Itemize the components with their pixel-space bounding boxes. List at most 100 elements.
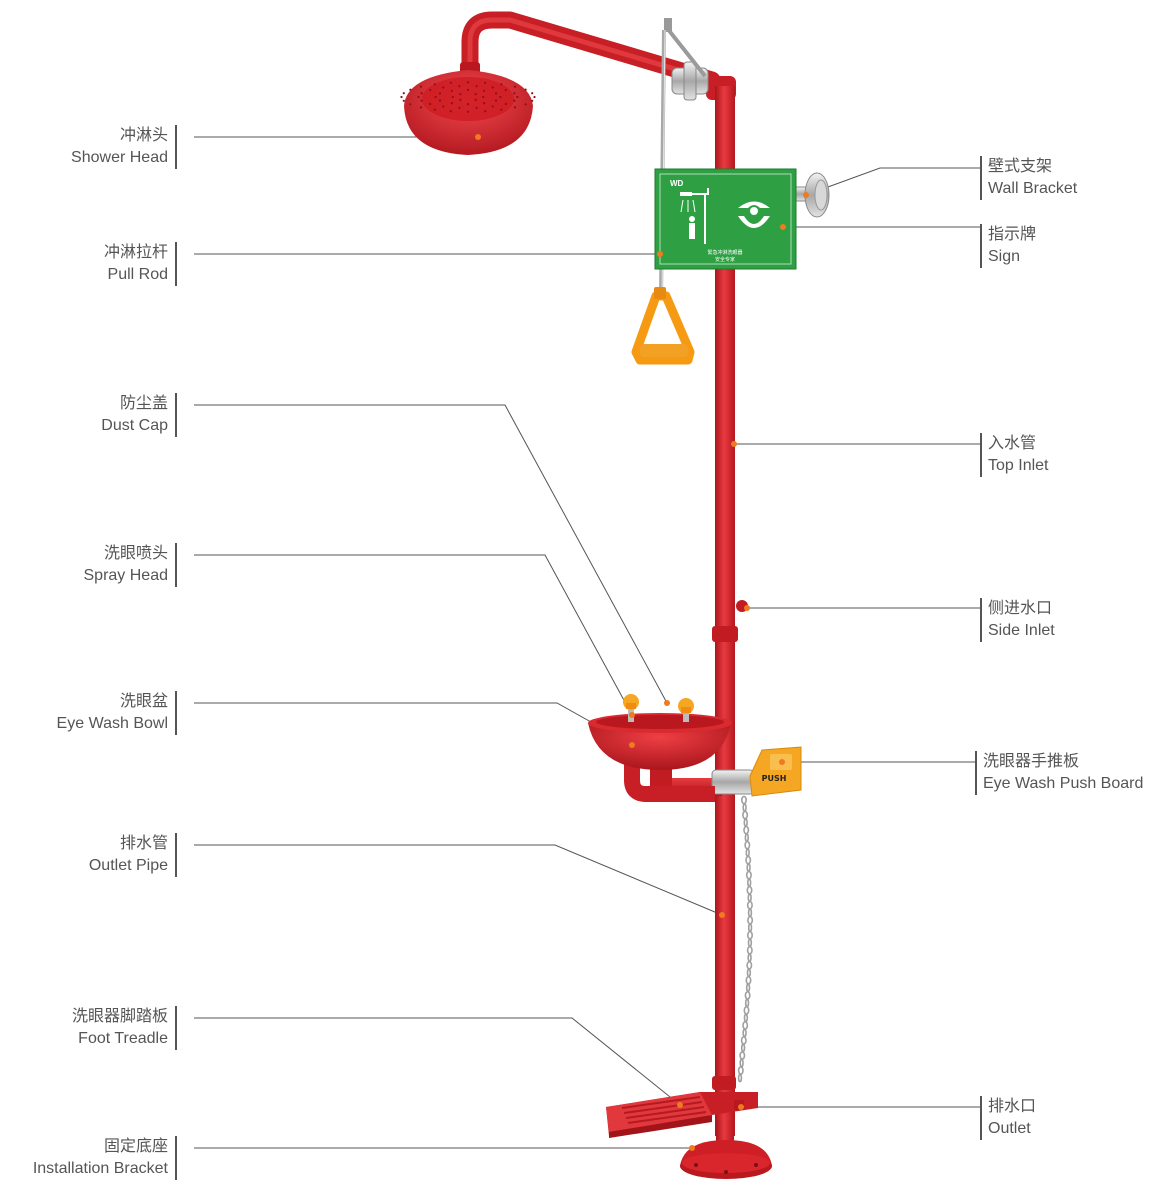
- shower-hole: [516, 96, 518, 98]
- shower-hole: [533, 96, 535, 98]
- shower-hole: [418, 96, 420, 98]
- shower-hole: [514, 86, 516, 88]
- chain-link: [743, 1029, 746, 1036]
- shower-hole: [476, 107, 478, 109]
- chain-link: [746, 977, 750, 984]
- shower-hole: [442, 86, 444, 88]
- label-shower-head: 冲淋头 Shower Head: [71, 125, 177, 169]
- chain-link: [748, 902, 752, 909]
- shower-hole: [492, 105, 494, 107]
- chain-link: [748, 969, 751, 976]
- label-zh: 冲淋头: [71, 125, 168, 147]
- chain-link: [747, 962, 751, 969]
- shower-hole: [467, 81, 469, 83]
- wall-bracket-part: [795, 173, 829, 217]
- label-foot-treadle: 洗眼器脚踏板 Foot Treadle: [72, 1006, 177, 1050]
- chain-link: [742, 1037, 746, 1044]
- shower-hole: [484, 82, 486, 84]
- chain-link: [743, 1022, 747, 1029]
- shower-hole: [435, 96, 437, 98]
- shower-hole: [439, 92, 441, 94]
- label-zh: 侧进水口: [988, 598, 1055, 620]
- label-en: Wall Bracket: [988, 178, 1077, 200]
- dot-eye-wash-push-board: [779, 759, 785, 765]
- shower-hole: [439, 100, 441, 102]
- chain-link: [748, 879, 751, 886]
- dot-eye-wash-bowl: [629, 742, 635, 748]
- shower-hole: [492, 86, 494, 88]
- shower-hole: [403, 100, 405, 102]
- shower-hole: [429, 89, 431, 91]
- label-zh: 洗眼器手推板: [983, 751, 1143, 773]
- chain-link: [740, 1052, 744, 1059]
- label-top-inlet: 入水管 Top Inlet: [980, 433, 1048, 477]
- label-zh: 洗眼盆: [57, 691, 168, 713]
- label-zh: 排水管: [89, 833, 168, 855]
- sign-text-1: 緊急冲淋洗眼器: [707, 249, 742, 256]
- shower-hole: [421, 100, 423, 102]
- chain-link: [739, 1067, 743, 1074]
- leader-lines: [194, 137, 980, 1148]
- chain-link: [740, 1059, 743, 1066]
- label-installation-bracket: 固定底座 Installation Bracket: [33, 1136, 177, 1180]
- shower-hole: [400, 96, 402, 98]
- label-dust-cap: 防尘盖 Dust Cap: [101, 393, 177, 437]
- shower-hole: [467, 111, 469, 113]
- shower-hole: [467, 103, 469, 105]
- shower-hole: [475, 99, 477, 101]
- chain-link: [742, 796, 746, 803]
- dot-installation-bracket: [689, 1145, 695, 1151]
- shower-hole: [531, 100, 533, 102]
- chain-link: [744, 819, 747, 826]
- shower-hole: [514, 106, 516, 108]
- dot-outlet-pipe: [719, 912, 725, 918]
- label-en: Eye Wash Bowl: [57, 713, 168, 735]
- label-en: Foot Treadle: [72, 1028, 168, 1050]
- treadle-chain: [739, 796, 753, 1081]
- sign-brand: WD: [670, 179, 684, 188]
- shower-hole: [525, 103, 527, 105]
- chain-link: [744, 827, 748, 834]
- chain-link: [748, 954, 751, 961]
- push-board[interactable]: PUSH: [750, 747, 801, 796]
- label-zh: 洗眼喷头: [84, 543, 169, 565]
- shower-hole: [450, 110, 452, 112]
- dot-sign: [780, 224, 786, 230]
- push-board-text: PUSH: [762, 774, 787, 783]
- shower-hole: [513, 92, 515, 94]
- leader-dust-cap: [194, 405, 667, 703]
- label-sign: 指示牌 Sign: [980, 224, 1036, 268]
- dot-spray-head: [629, 712, 635, 718]
- shower-hole: [500, 83, 502, 85]
- chain-link: [739, 1074, 742, 1081]
- label-en: Dust Cap: [101, 415, 168, 437]
- label-zh: 壁式支架: [988, 156, 1077, 178]
- shower-hole: [409, 89, 411, 91]
- chain-link: [745, 992, 749, 999]
- chain-link: [744, 1007, 748, 1014]
- shower-hole: [495, 100, 497, 102]
- chain-link: [746, 849, 749, 856]
- shower-hole: [499, 96, 501, 98]
- pipe-coupling: [712, 626, 738, 642]
- label-wall-bracket: 壁式支架 Wall Bracket: [980, 156, 1077, 200]
- shower-hole: [467, 89, 469, 91]
- chain-link: [749, 924, 752, 931]
- shower-hole: [420, 86, 422, 88]
- label-en: Side Inlet: [988, 620, 1055, 642]
- chain-link: [747, 984, 750, 991]
- sign-panel: WD 緊急冲淋洗眼器 安全专家: [655, 169, 796, 269]
- chain-link: [748, 894, 751, 901]
- shower-hole: [525, 89, 527, 91]
- pull-handle[interactable]: [636, 287, 690, 360]
- leader-wall-bracket: [806, 168, 980, 195]
- shower-hole: [500, 109, 502, 111]
- label-zh: 冲淋拉杆: [104, 242, 168, 264]
- shower-hole: [434, 109, 436, 111]
- shower-valve: [672, 62, 708, 100]
- chain-link: [746, 857, 750, 864]
- shower-hole: [450, 82, 452, 84]
- label-en: Top Inlet: [988, 455, 1048, 477]
- label-en: Sign: [988, 246, 1036, 268]
- chain-link: [748, 947, 752, 954]
